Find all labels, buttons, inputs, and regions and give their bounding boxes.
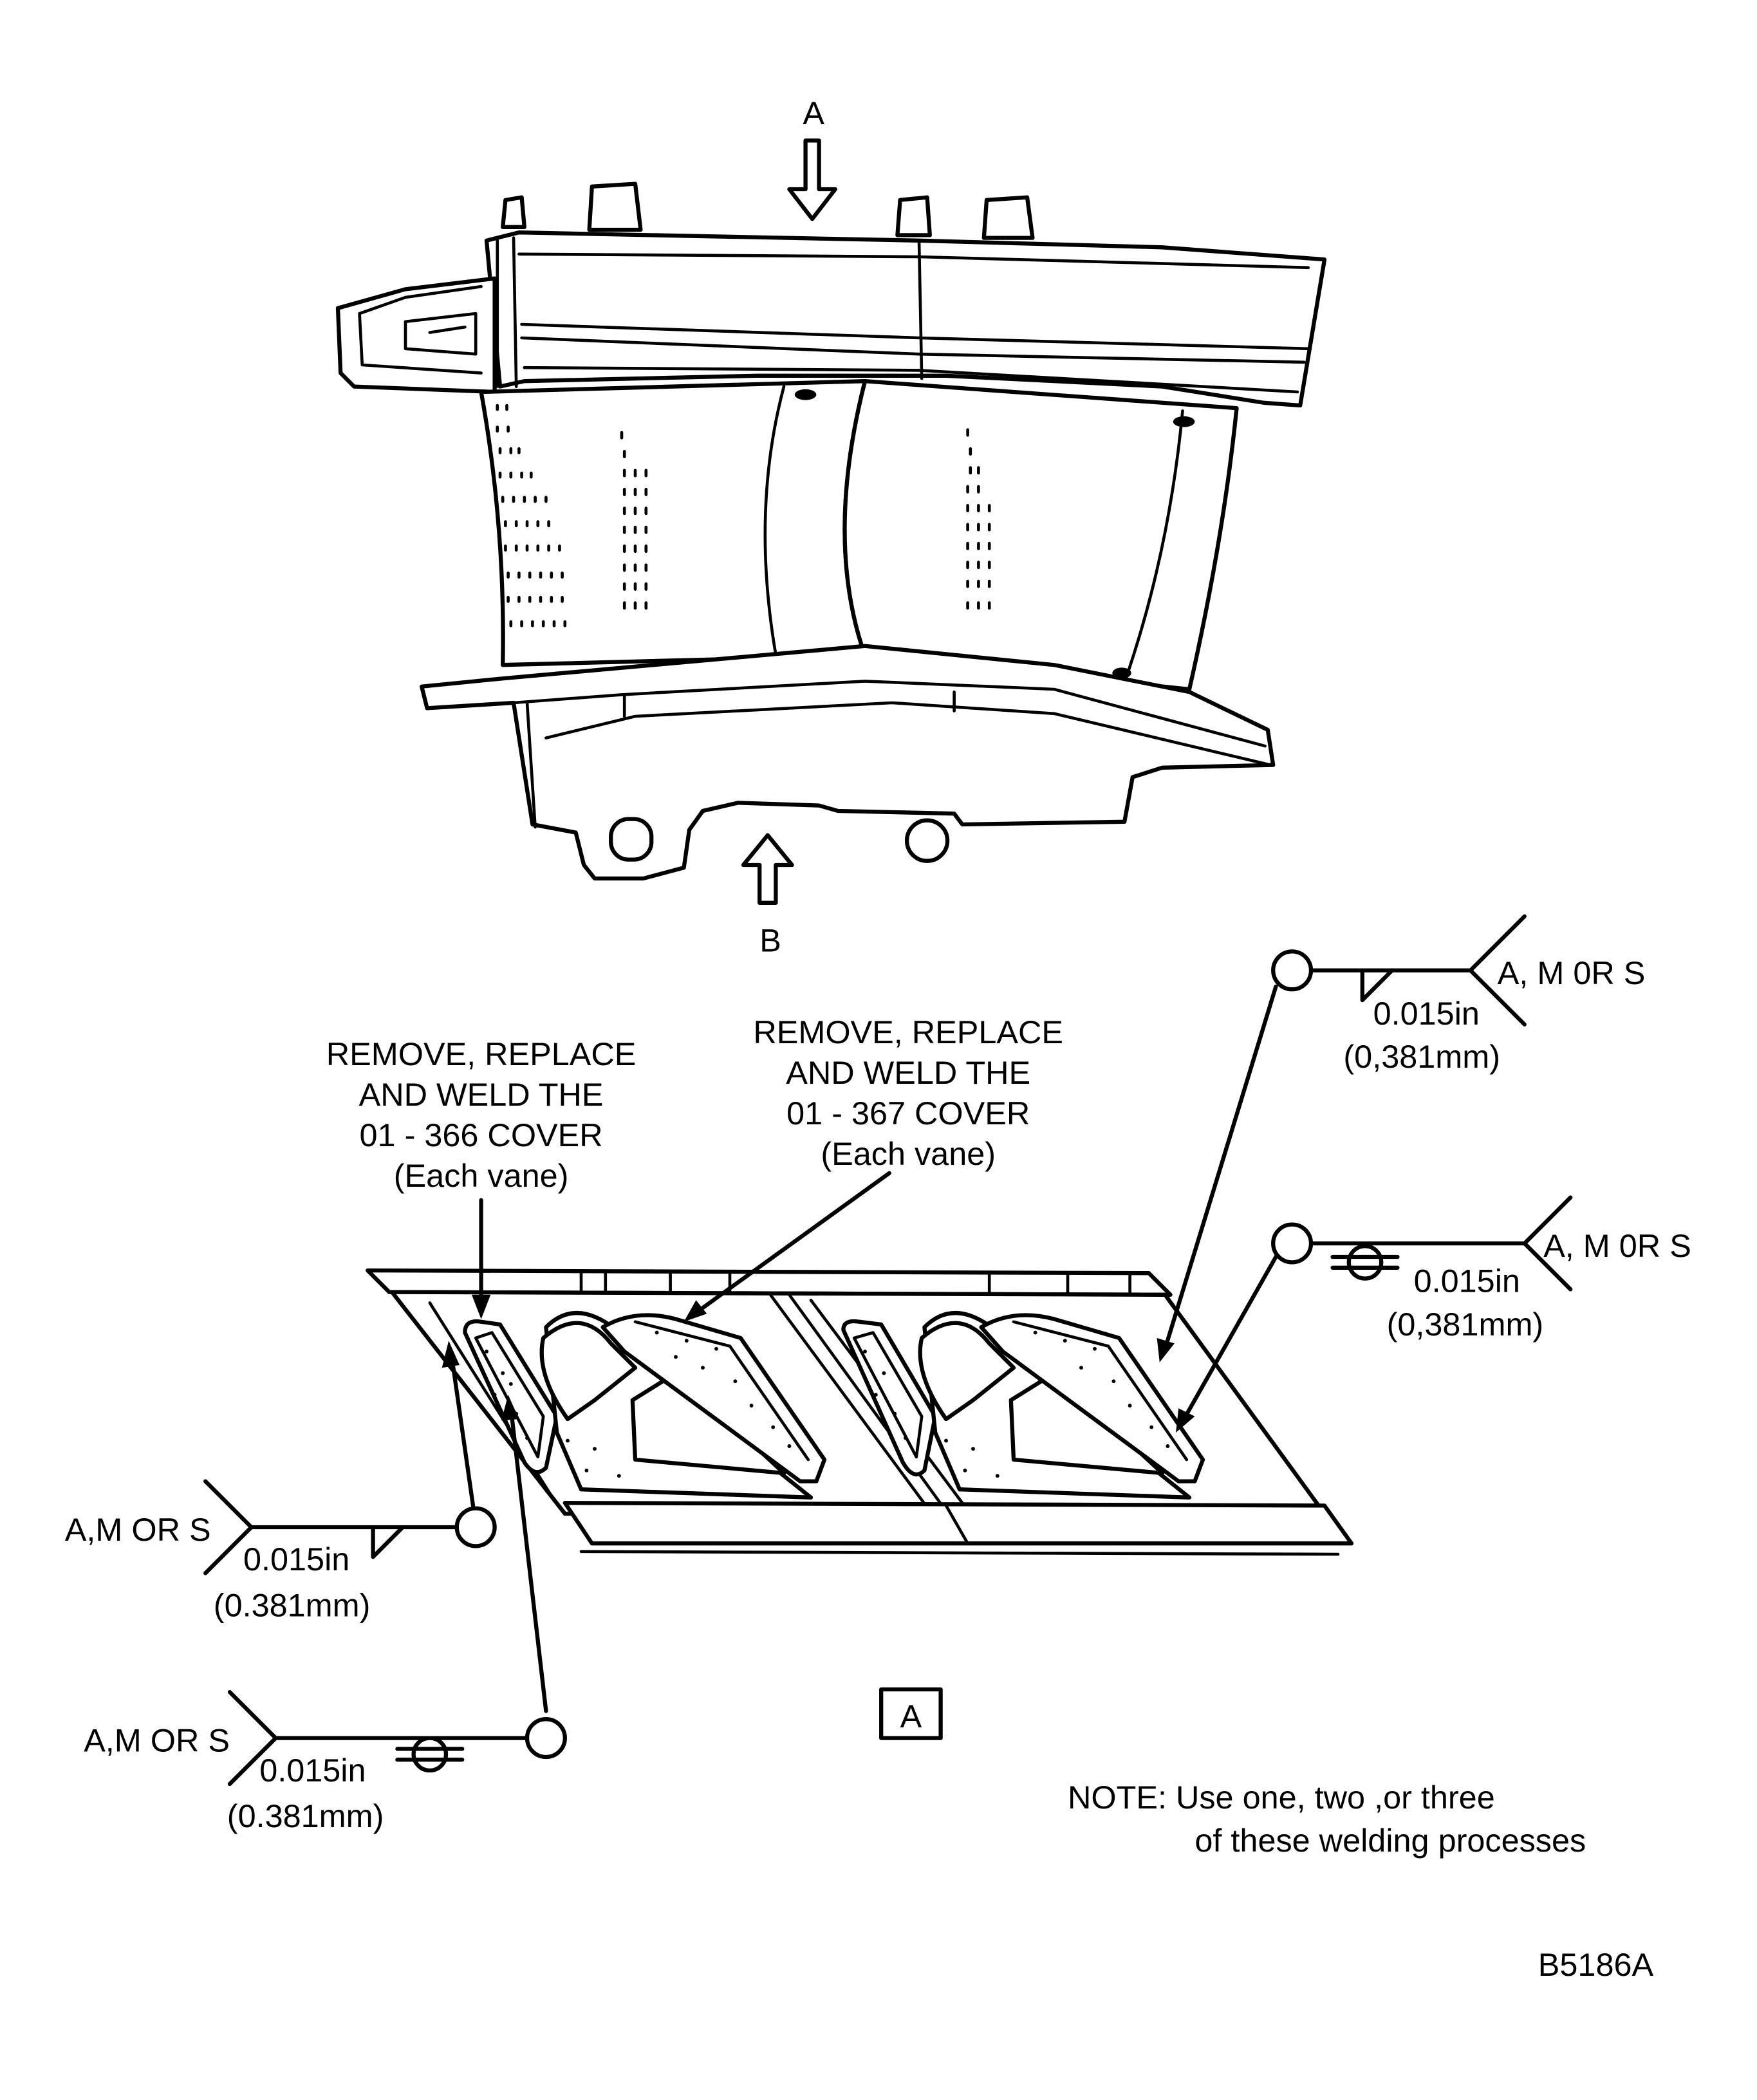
- cooling-holes: [496, 404, 991, 627]
- weld-process-right-lower: A, M 0R S: [1543, 1227, 1691, 1264]
- note-line-1: NOTE: Use one, two ,or three: [1068, 1779, 1495, 1816]
- weld-size-right-upper: 0.015in: [1373, 995, 1480, 1032]
- weld-metric-right-upper: (0,381mm): [1343, 1038, 1500, 1075]
- weld-size-left-lower: 0.015in: [259, 1752, 366, 1789]
- weld-size-right-lower: 0.015in: [1414, 1263, 1520, 1299]
- note-line-2: of these welding processes: [1195, 1822, 1586, 1859]
- weld-metric-left-lower: (0.381mm): [227, 1798, 384, 1834]
- weld-metric-left-upper: (0.381mm): [214, 1587, 371, 1624]
- section-a-view: [366, 1268, 1354, 1556]
- section-box-a: [879, 1687, 943, 1740]
- outer-band: [484, 230, 1327, 408]
- svg-text:01 - 367 COVER: 01 - 367 COVER: [786, 1095, 1030, 1131]
- weld-symbol-left-upper: [203, 1479, 497, 1575]
- callout-cover-367: REMOVE, REPLACE AND WELD THE 01 - 367 CO…: [753, 1014, 1063, 1172]
- leader-lines: [442, 984, 1278, 1713]
- callout-cover-366: REMOVE, REPLACE AND WELD THE 01 - 366 CO…: [326, 1036, 637, 1194]
- svg-text:01 - 366 COVER: 01 - 366 COVER: [360, 1117, 603, 1153]
- svg-text:AND WELD THE: AND WELD THE: [786, 1054, 1030, 1091]
- weld-process-right-upper: A, M 0R S: [1498, 954, 1646, 991]
- mount-hole-right: [904, 818, 950, 863]
- weld-metric-right-lower: (0,381mm): [1387, 1306, 1544, 1343]
- vane-2: [842, 379, 1239, 692]
- figure-id: B5186A: [1538, 1946, 1654, 1983]
- weld-process-left-upper: A,M OR S: [65, 1511, 211, 1548]
- weld-size-left-upper: 0.015in: [243, 1541, 349, 1577]
- section-box-a-label: A: [900, 1698, 922, 1734]
- weld-symbol-left-lower: [227, 1690, 567, 1787]
- svg-text:REMOVE, REPLACE: REMOVE, REPLACE: [326, 1036, 637, 1072]
- top-lug-2: [587, 181, 643, 232]
- weld-cover-stipple: [485, 1330, 1170, 1478]
- mount-hole-left: [609, 817, 654, 862]
- top-lug-4: [981, 195, 1035, 240]
- view-arrow-a-label: A: [803, 95, 824, 131]
- view-arrow-b: [741, 833, 794, 905]
- svg-text:(Each vane): (Each vane): [821, 1135, 996, 1172]
- svg-text:REMOVE, REPLACE: REMOVE, REPLACE: [753, 1014, 1063, 1050]
- svg-text:AND WELD THE: AND WELD THE: [359, 1076, 604, 1113]
- svg-text:(Each vane): (Each vane): [394, 1157, 569, 1194]
- view-arrow-a: [787, 138, 837, 221]
- top-lug-1: [501, 195, 526, 229]
- weld-process-left-lower: A,M OR S: [84, 1722, 230, 1759]
- view-arrow-b-label: B: [759, 922, 781, 958]
- weld-symbol-right-lower: [1271, 1195, 1573, 1292]
- top-lug-3: [895, 195, 932, 237]
- weld-symbol-right-upper: [1271, 914, 1527, 1027]
- vane-segment-view: [335, 138, 1327, 905]
